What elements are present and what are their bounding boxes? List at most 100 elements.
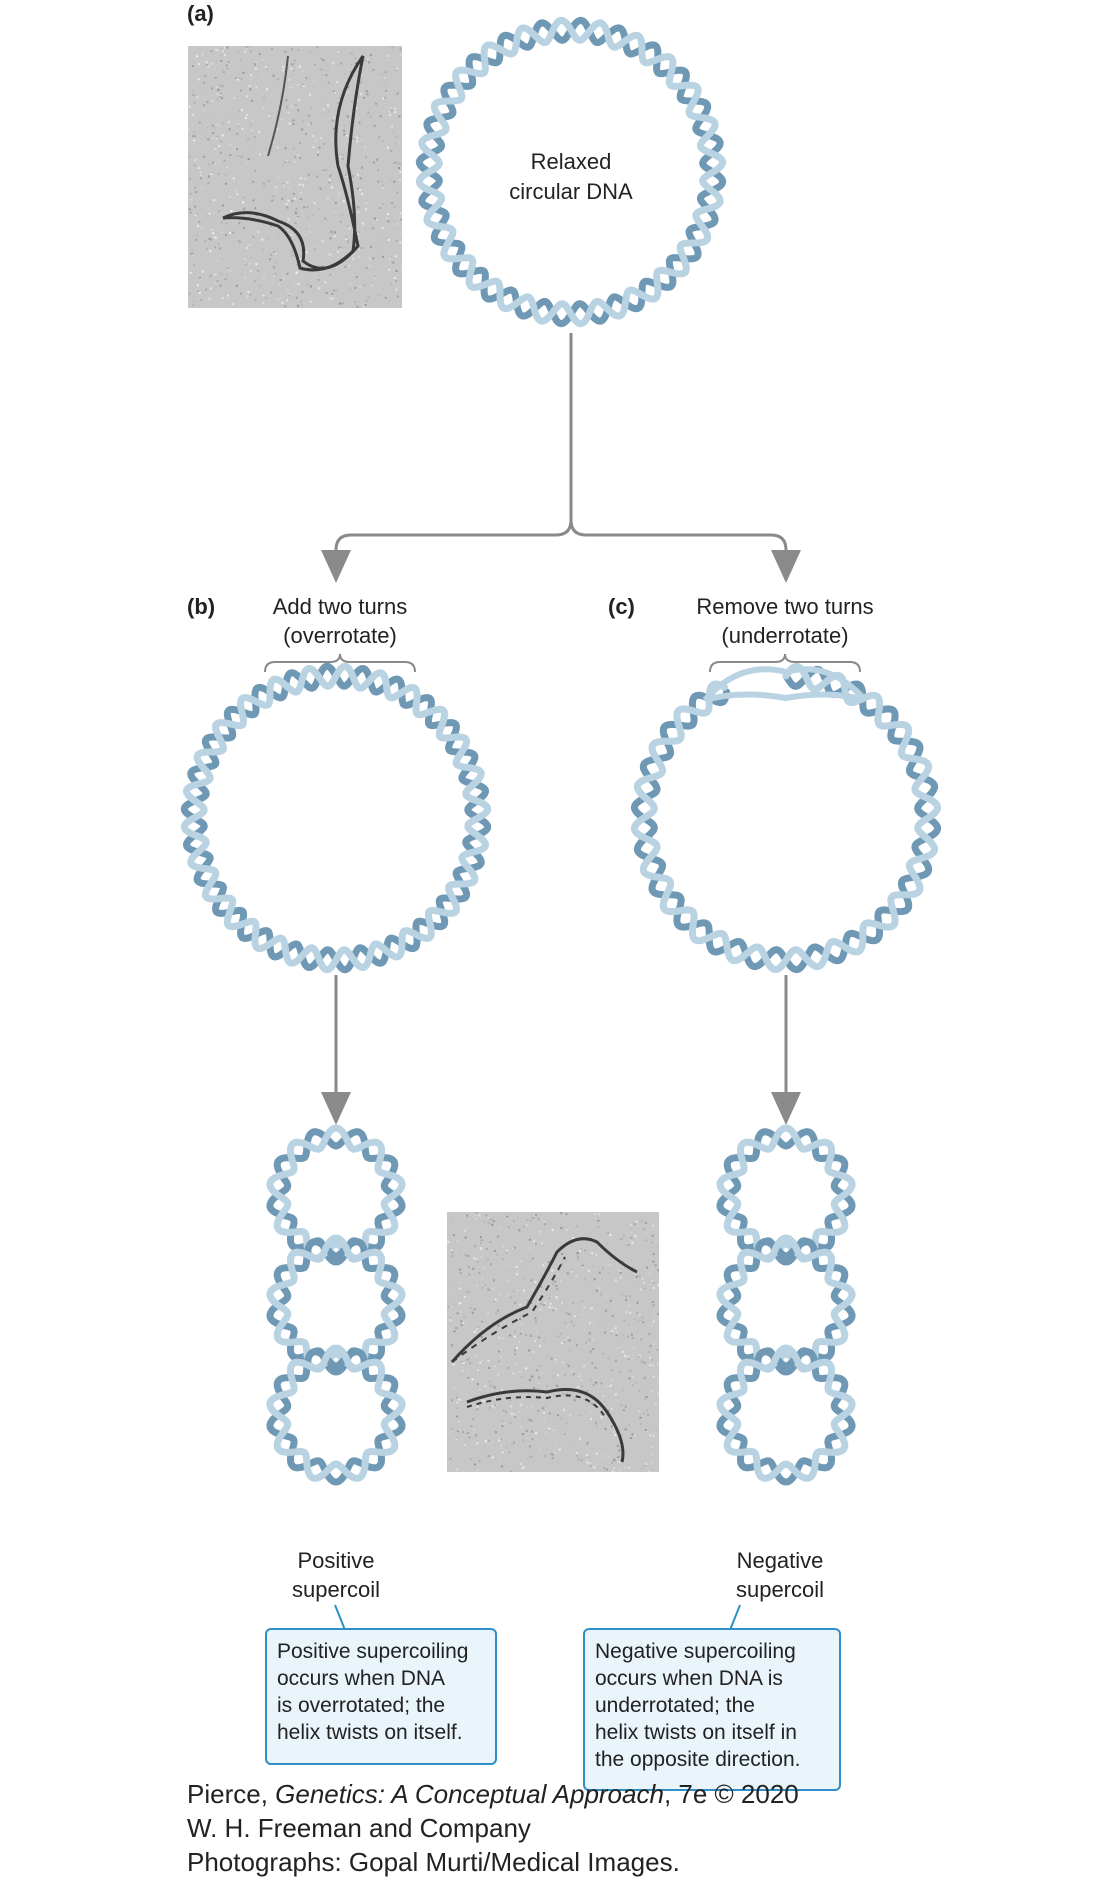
micrograph-grain xyxy=(614,1446,617,1449)
micrograph-grain xyxy=(314,136,317,139)
micrograph-grain xyxy=(212,161,215,164)
micrograph-grain xyxy=(576,1258,579,1261)
micrograph-grain xyxy=(228,63,231,66)
micrograph-grain xyxy=(625,1345,628,1348)
micrograph-grain xyxy=(207,214,209,217)
micrograph-grain xyxy=(319,68,322,71)
micrograph-grain xyxy=(512,1219,515,1222)
micrograph-grain xyxy=(611,1379,614,1381)
helix-strand xyxy=(415,16,727,328)
micrograph-grain xyxy=(209,287,212,290)
micrograph-grain xyxy=(212,174,215,177)
micrograph-grain xyxy=(612,1426,615,1429)
micrograph-grain xyxy=(568,1339,571,1342)
micrograph-grain xyxy=(645,1430,647,1433)
micrograph-grain xyxy=(506,1215,509,1218)
micrograph-grain xyxy=(641,1382,644,1384)
micrograph-grain xyxy=(362,222,365,225)
micrograph-grain xyxy=(502,1258,505,1260)
micrograph-grain xyxy=(615,1331,618,1334)
micrograph-grain xyxy=(303,206,306,209)
micrograph-grain xyxy=(200,57,203,60)
micrograph-grain xyxy=(512,1441,515,1444)
micrograph-grain xyxy=(575,1454,578,1457)
micrograph-grain xyxy=(593,1323,596,1326)
micrograph-grain xyxy=(491,1456,494,1459)
micrograph-grain xyxy=(607,1232,610,1235)
micrograph-grain xyxy=(393,180,396,183)
micrograph-grain xyxy=(194,141,197,144)
micrograph-grain xyxy=(363,150,366,153)
micrograph-grain xyxy=(582,1325,585,1328)
micrograph-relaxed xyxy=(188,46,402,308)
micrograph-grain xyxy=(619,1469,621,1471)
micrograph-grain xyxy=(223,118,226,121)
micrograph-grain xyxy=(456,1436,459,1439)
micrograph-grain xyxy=(329,174,332,177)
micrograph-grain xyxy=(331,293,334,295)
micrograph-grain xyxy=(254,280,256,283)
micrograph-grain xyxy=(192,89,195,92)
micrograph-grain xyxy=(581,1385,584,1388)
micrograph-grain xyxy=(551,1269,554,1272)
micrograph-grain xyxy=(499,1226,502,1229)
micrograph-grain xyxy=(578,1265,580,1268)
micrograph-grain xyxy=(498,1459,501,1462)
micrograph-grain xyxy=(478,1460,481,1462)
micrograph-grain xyxy=(282,182,285,185)
micrograph-grain xyxy=(338,153,341,156)
micrograph-grain xyxy=(347,184,349,187)
micrograph-grain xyxy=(202,81,205,84)
micrograph-grain xyxy=(289,236,292,238)
micrograph-grain xyxy=(558,1335,561,1338)
micrograph-grain xyxy=(516,1289,519,1292)
micrograph-grain xyxy=(554,1307,557,1310)
micrograph-grain xyxy=(294,104,297,107)
micrograph-grain xyxy=(327,253,330,256)
micrograph-grain xyxy=(618,1449,621,1452)
micrograph-grain xyxy=(351,52,354,55)
micrograph-grain xyxy=(248,274,251,277)
micrograph-grain xyxy=(455,1326,458,1329)
micrograph-grain xyxy=(485,1247,488,1250)
micrograph-grain xyxy=(215,131,218,134)
micrograph-grain xyxy=(534,1317,537,1320)
micrograph-grain xyxy=(354,300,357,303)
micrograph-grain xyxy=(201,186,204,189)
micrograph-grain xyxy=(517,1330,520,1333)
micrograph-grain xyxy=(612,1430,615,1433)
micrograph-grain xyxy=(298,158,301,161)
micrograph-grain xyxy=(455,1391,458,1394)
micrograph-grain xyxy=(193,263,195,266)
micrograph-grain xyxy=(326,197,329,200)
micrograph-grain xyxy=(211,171,214,174)
micrograph-grain xyxy=(480,1242,482,1245)
micrograph-grain xyxy=(629,1223,632,1226)
micrograph-grain xyxy=(356,187,359,190)
micrograph-grain xyxy=(531,1257,534,1260)
micrograph-grain xyxy=(371,284,373,287)
helix-strand xyxy=(630,662,942,974)
micrograph-grain xyxy=(482,1426,485,1429)
micrograph-grain xyxy=(599,1421,602,1424)
micrograph-grain xyxy=(556,1288,559,1291)
micrograph-grain xyxy=(589,1379,592,1382)
micrograph-grain xyxy=(337,51,339,54)
micrograph-grain xyxy=(189,192,192,195)
micrograph-grain xyxy=(220,272,223,275)
micrograph-grain xyxy=(591,1362,594,1365)
micrograph-grain xyxy=(525,1224,528,1227)
negative-supercoil-line1: Negative xyxy=(736,1548,824,1573)
micrograph-grain xyxy=(264,296,267,299)
micrograph-grain xyxy=(594,1343,597,1345)
micrograph-grain xyxy=(347,86,350,89)
micrograph-grain xyxy=(349,52,352,55)
micrograph-grain xyxy=(545,1431,548,1434)
micrograph-grain xyxy=(292,254,295,257)
micrograph-grain xyxy=(556,1384,559,1387)
micrograph-grain xyxy=(244,117,247,119)
micrograph-grain xyxy=(357,206,360,209)
micrograph-grain xyxy=(287,86,290,89)
micrograph-grain xyxy=(298,65,301,68)
micrograph-grain xyxy=(506,1294,509,1297)
